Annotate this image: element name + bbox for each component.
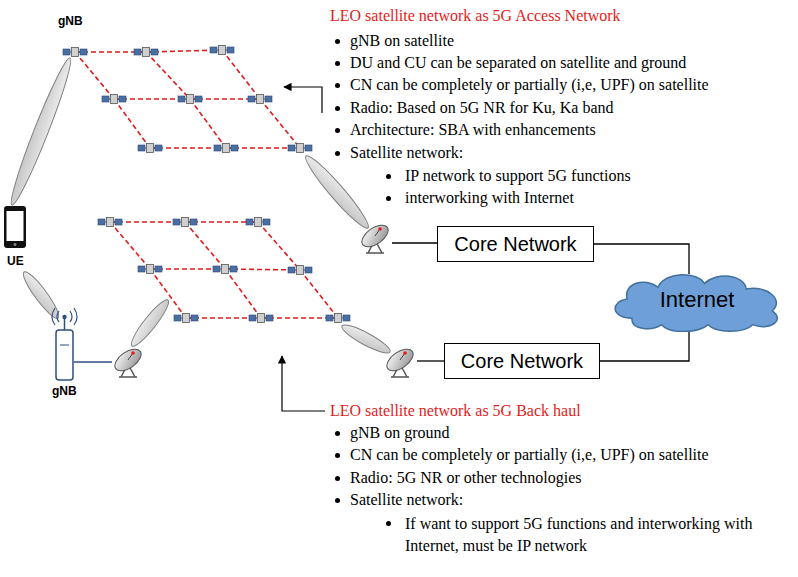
bullet-dot — [335, 498, 340, 503]
node-label: Core Network — [454, 233, 576, 256]
bullet-text: Radio: 5G NR or other technologies — [350, 468, 582, 488]
node-tag: gNB — [58, 14, 83, 28]
satellite-icon — [63, 48, 87, 57]
bullet-text: Satellite network: — [350, 143, 463, 163]
satellite-icon — [246, 218, 270, 227]
satellites — [63, 46, 350, 323]
satellite-icon — [248, 95, 272, 104]
internet-cloud: Internet — [604, 268, 790, 332]
sub-bullet-text: IP network to support 5G functions — [405, 166, 631, 186]
bullet-text: Architecture: SBA with enhancements — [350, 120, 596, 140]
radio-beam — [339, 321, 393, 358]
ground-station-dish — [358, 221, 392, 253]
satellite-link — [75, 52, 114, 99]
pointer-arrow — [284, 87, 322, 113]
dish-wire — [74, 361, 112, 362]
satellite-link — [110, 222, 150, 269]
core-network-box: Core Network — [437, 226, 594, 262]
bullet-text: Radio: Based on 5G NR for Ku, Ka band — [350, 98, 614, 118]
bullet-dot — [335, 83, 340, 88]
satellite-link — [190, 99, 226, 148]
satellite-icon — [134, 48, 158, 57]
bullet-dot — [335, 128, 340, 133]
bullet-text: gNB on satellite — [350, 31, 454, 51]
network-link — [600, 328, 689, 361]
bullet-dot — [335, 61, 340, 66]
section-heading: LEO satellite network as 5G Back haul — [330, 401, 581, 421]
bullet-dot — [335, 151, 340, 156]
bullet-text: Satellite network: — [350, 490, 463, 510]
gnb-tower — [52, 308, 77, 380]
radio-beam — [301, 151, 374, 232]
bullet-dot — [386, 521, 391, 526]
gnb-dish — [111, 345, 145, 377]
bullet-dot — [386, 174, 391, 179]
bullet-dot — [335, 476, 340, 481]
bullet-dot — [386, 196, 391, 201]
satellite-link — [185, 222, 225, 269]
satellite-icon — [214, 144, 238, 153]
node-label: Core Network — [461, 350, 583, 373]
network-link — [594, 244, 689, 274]
inter-satellite-links — [75, 50, 338, 318]
satellite-icon — [138, 265, 162, 274]
satellite-link — [300, 270, 338, 318]
satellite-icon — [178, 95, 202, 104]
bullet-text: DU and CU can be separated on satellite … — [350, 53, 686, 73]
device-tag: UE — [7, 254, 24, 268]
satellite-link — [150, 269, 186, 318]
dish-wire — [417, 360, 444, 361]
bullet-text: gNB on ground — [350, 423, 450, 443]
satellite-icon — [326, 314, 350, 323]
core-network-box: Core Network — [444, 343, 600, 379]
bullet-dot — [335, 453, 340, 458]
radio-beams — [5, 55, 392, 357]
section-heading: LEO satellite network as 5G Access Netwo… — [330, 6, 621, 26]
satellite-icon — [288, 144, 312, 153]
bullet-text: CN can be completely or partially (i,e, … — [350, 75, 709, 95]
satellite-icon — [173, 218, 197, 227]
bullet-dot — [335, 431, 340, 436]
ground-station-dish — [383, 345, 417, 377]
satellite-icon — [174, 314, 198, 323]
satellite-link — [258, 222, 300, 270]
sub-bullet-text: interworking with Internet — [405, 188, 574, 208]
bullet-dot — [335, 39, 340, 44]
bullet-text: CN can be completely or partially (i,e, … — [350, 445, 709, 465]
satellite-icon — [102, 95, 126, 104]
radio-beam — [5, 55, 76, 207]
satellite-link — [114, 99, 150, 148]
pointer-arrow — [282, 356, 325, 411]
satellite-icon — [213, 265, 237, 274]
sub-bullet-text: If want to support 5G functions and inte… — [405, 513, 783, 557]
node-label: Internet — [660, 287, 735, 313]
satellite-link — [146, 52, 190, 99]
satellite-link — [222, 50, 260, 99]
ue-phone — [4, 206, 26, 248]
satellite-icon — [249, 314, 273, 323]
satellite-icon — [210, 46, 234, 55]
satellite-link — [225, 269, 261, 318]
satellite-link — [260, 99, 300, 148]
satellite-icon — [138, 144, 162, 153]
radio-beam — [127, 296, 172, 349]
dish-wire — [392, 242, 437, 243]
satellite-icon — [98, 218, 122, 227]
satellite-icon — [288, 266, 312, 275]
node-tag: gNB — [52, 384, 77, 398]
radio-beam — [19, 268, 63, 321]
bullet-dot — [335, 106, 340, 111]
